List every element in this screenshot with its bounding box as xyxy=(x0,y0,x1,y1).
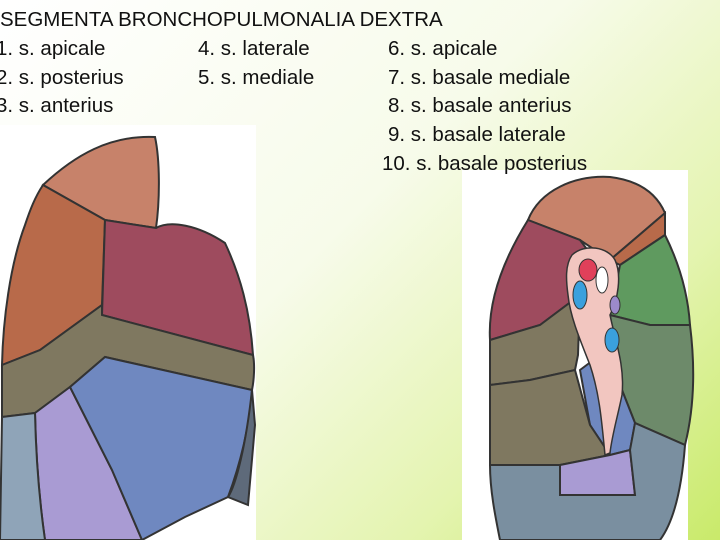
lung-medial-view xyxy=(460,165,700,540)
segment-label: 10. s. basale posterius xyxy=(382,152,587,176)
vein-blue-lower xyxy=(605,328,619,352)
segment-label: 7. s. basale mediale xyxy=(388,66,570,90)
bronchus-white xyxy=(596,267,608,293)
segment-label: 8. s. basale anterius xyxy=(388,94,571,118)
segment-label: 5. s. mediale xyxy=(198,66,314,90)
slide-title: SEGMENTA BRONCHOPULMONALIA DEXTRA xyxy=(0,8,443,32)
segment-label: 3. s. anterius xyxy=(0,94,113,118)
segment-label: 6. s. apicale xyxy=(388,37,497,61)
segment-label: 2. s. posterius xyxy=(0,66,124,90)
segment-label: 1. s. apicale xyxy=(0,37,105,61)
slide-text: SEGMENTA BRONCHOPULMONALIA DEXTRA 1. s. … xyxy=(0,0,720,180)
lung-lateral-view xyxy=(0,125,260,540)
segment-label: 9. s. basale laterale xyxy=(388,123,566,147)
vein-blue xyxy=(573,281,587,309)
artery-red xyxy=(579,259,597,281)
vessel-lilac xyxy=(610,296,620,314)
segment-label: 4. s. laterale xyxy=(198,37,310,61)
